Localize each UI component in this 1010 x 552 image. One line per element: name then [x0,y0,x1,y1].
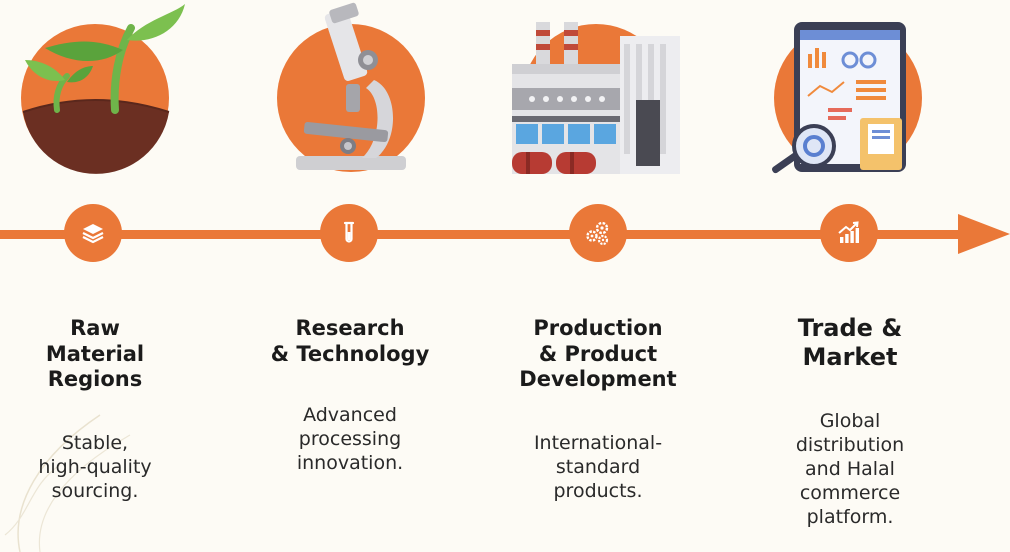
timeline-arrowhead [958,214,1010,254]
stage-title-production: Production & Product Development [519,316,677,392]
node-production [569,204,627,262]
test-tube-icon [343,221,355,243]
tablet-analytics-illustration [771,22,922,174]
sprout-illustration [21,4,185,174]
stage-title-research: Research & Technology [270,316,430,366]
stage-title-raw-material: Raw Material Regions [45,316,145,392]
layers-icon [82,224,104,244]
node-trade [820,204,878,262]
stage-desc-production: International- standard products. [533,432,663,502]
stage-desc-raw-material: Stable, high-quality sourcing. [38,432,152,502]
node-raw-material [64,204,122,262]
decorative-leaf [4,414,131,552]
stage-desc-research: Advanced processing innovation. [296,404,404,474]
node-research [320,204,378,262]
growth-chart-icon [838,221,859,243]
stage-title-trade: Trade & Market [797,314,903,372]
microscope-illustration [277,2,425,172]
gears-icon [586,221,609,246]
timeline-line [0,230,960,239]
factory-illustration [512,22,680,174]
stage-desc-trade: Global distribution and Halal commerce p… [795,410,905,528]
